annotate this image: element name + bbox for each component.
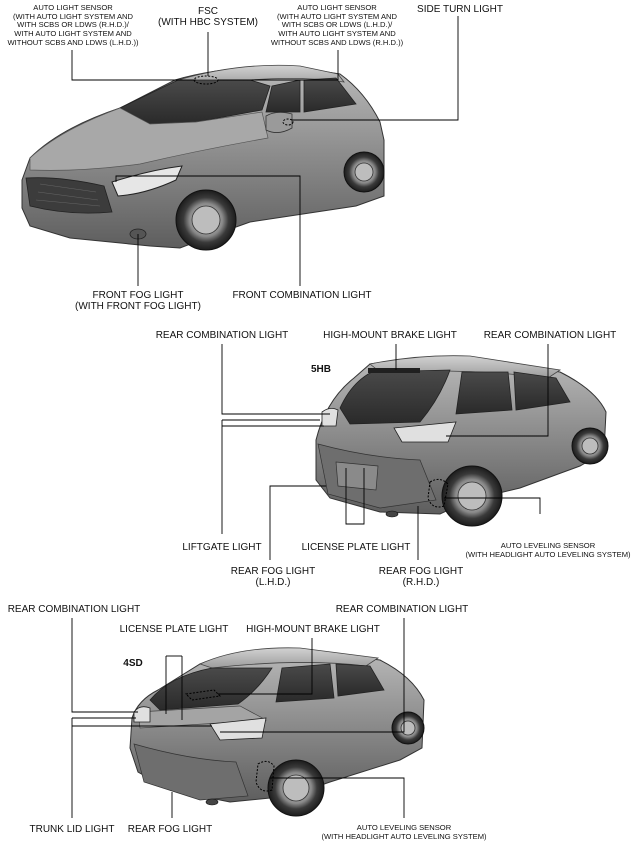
auto-light-sensor-rhd-label: AUTO LIGHT SENSOR(WITH AUTO LIGHT SYSTEM… [270,3,404,47]
hb-liftgate-light-label: LIFTGATE LIGHT [182,542,262,553]
sd-high-mount-brake-label: HIGH-MOUNT BRAKE LIGHT [246,624,380,635]
hb-rear-combination-right-label: REAR COMBINATION LIGHT [483,330,617,341]
hatchback-leader-lines [221,344,549,560]
sd-auto-leveling-sensor-label: AUTO LEVELING SENSOR(WITH HEADLIGHT AUTO… [321,823,487,841]
hb-rear-combination-left-label: REAR COMBINATION LIGHT [155,330,289,341]
sd-license-plate-light-label: LICENSE PLATE LIGHT [119,624,229,635]
hatchback-car-illustration [315,355,609,527]
sd-rear-combination-left-label: REAR COMBINATION LIGHT [7,604,141,615]
front-car-illustration [21,64,385,251]
sedan-leader-lines [71,618,405,818]
front-combination-light-label: FRONT COMBINATION LIGHT [232,290,372,301]
front-fog-light-label: FRONT FOG LIGHT(WITH FRONT FOG LIGHT) [75,290,201,313]
sd-rear-fog-light-label: REAR FOG LIGHT [127,824,213,835]
auto-light-sensor-lhd-label: AUTO LIGHT SENSOR(WITH AUTO LIGHT SYSTEM… [7,3,139,47]
hb-model-badge: 5HB [310,364,331,375]
sd-trunk-lid-light-label: TRUNK LID LIGHT [29,824,115,835]
sedan-car-illustration [129,647,425,817]
hb-rear-fog-lhd-label: REAR FOG LIGHT(L.H.D.) [230,566,316,589]
hb-rear-fog-rhd-label: REAR FOG LIGHT(R.H.D.) [378,566,464,589]
fsc-label: FSC(WITH HBC SYSTEM) [158,6,258,29]
front-leader-lines [71,16,459,286]
side-turn-light-label: SIDE TURN LIGHT [417,4,503,15]
sd-model-badge: 4SD [123,658,143,669]
hb-high-mount-brake-label: HIGH-MOUNT BRAKE LIGHT [323,330,457,341]
hb-license-plate-light-label: LICENSE PLATE LIGHT [301,542,411,553]
sd-rear-combination-right-label: REAR COMBINATION LIGHT [335,604,469,615]
hb-auto-leveling-sensor-label: AUTO LEVELING SENSOR(WITH HEADLIGHT AUTO… [465,541,631,559]
